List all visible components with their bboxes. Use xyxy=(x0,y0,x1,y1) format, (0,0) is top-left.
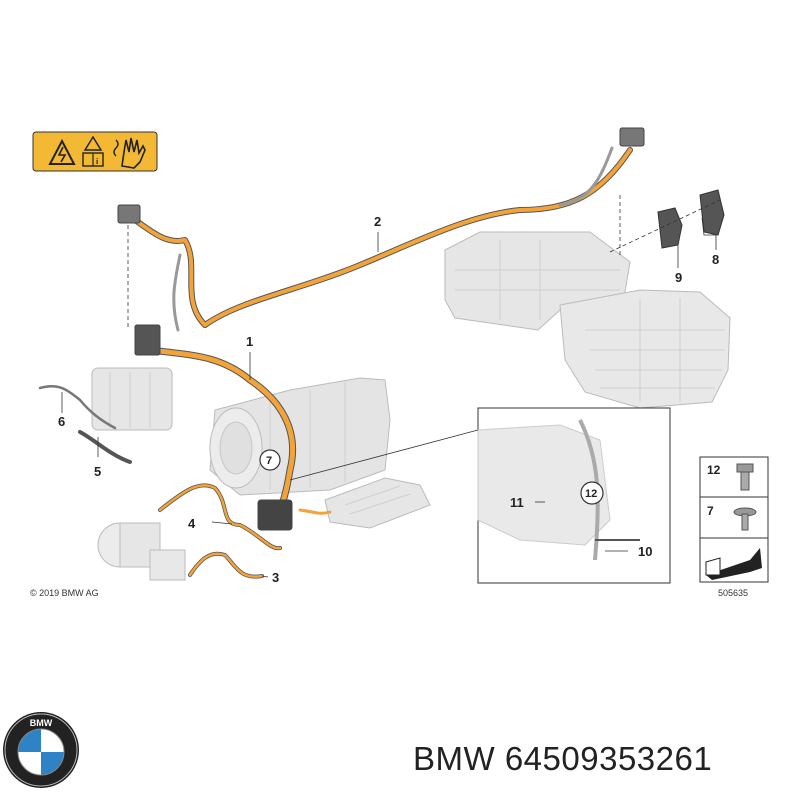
transmission xyxy=(209,377,391,496)
product-caption: BMW 64509353261 xyxy=(413,740,712,778)
callout-6: 6 xyxy=(58,414,65,429)
electrical-heater xyxy=(324,477,431,529)
leader-lines xyxy=(61,195,721,578)
warning-label: i xyxy=(32,131,158,172)
callout-7: 7 xyxy=(266,455,272,467)
glove-hand-icon xyxy=(113,137,146,169)
bracket-parts xyxy=(657,189,725,249)
direction-arrow-icon xyxy=(705,548,762,580)
callout-2: 2 xyxy=(374,214,381,229)
high-voltage-warning-icon xyxy=(48,138,76,165)
callout-3: 3 xyxy=(272,570,279,585)
bolt-icon xyxy=(736,463,754,491)
callout-1: 1 xyxy=(246,334,253,349)
callout-10: 10 xyxy=(638,544,652,559)
callout-12: 12 xyxy=(585,488,597,500)
callout-11: 11 xyxy=(510,495,524,510)
screw-icon xyxy=(733,507,757,531)
high-voltage-cables xyxy=(38,146,633,579)
legend-label-7: 7 xyxy=(707,504,714,518)
callout-12-circle: 12 xyxy=(580,481,604,505)
electric-machine xyxy=(91,367,173,431)
legend-label-12: 12 xyxy=(707,463,721,477)
callout-9: 9 xyxy=(675,270,682,285)
callout-5: 5 xyxy=(94,464,101,479)
image-number: 505635 xyxy=(718,588,748,598)
high-voltage-battery xyxy=(444,231,731,409)
part-number: 64509353261 xyxy=(504,740,713,777)
ac-compressor xyxy=(97,522,186,581)
copyright-text: © 2019 BMW AG xyxy=(30,588,99,598)
logo-text: BMW xyxy=(30,718,53,728)
callout-8: 8 xyxy=(712,252,719,267)
bmw-logo: BMW xyxy=(3,712,79,788)
connectors xyxy=(117,127,645,531)
svg-text:i: i xyxy=(96,157,99,166)
detail-inset xyxy=(289,407,671,584)
manual-warning-icon: i xyxy=(82,135,104,167)
hardware-legend: 12 7 xyxy=(699,456,769,583)
callout-7-circle: 7 xyxy=(259,449,281,471)
callout-4: 4 xyxy=(188,516,196,531)
brand-name: BMW xyxy=(413,740,496,777)
callout-numbers: 1 2 3 4 5 6 8 9 10 11 7 12 xyxy=(58,214,719,585)
